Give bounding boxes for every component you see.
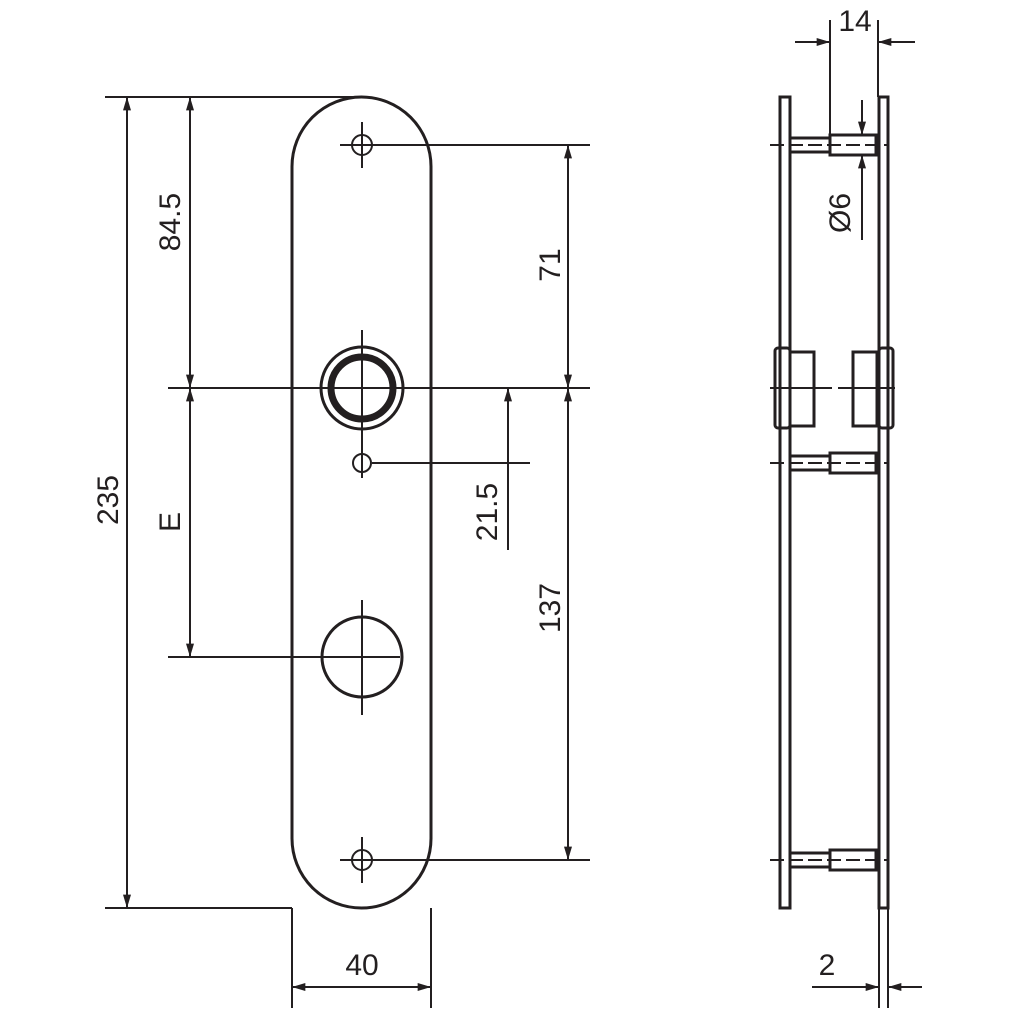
pin-bottom [770, 848, 888, 872]
front-view: 235 84.5 E 71 137 21.5 40 [92, 95, 590, 1008]
dim-71-label: 71 [534, 248, 567, 281]
left-plate [778, 95, 792, 910]
dim-84-5-label: 84.5 [154, 193, 187, 251]
side-view: 14 Ø6 2 [770, 5, 922, 1008]
bottom-screw-hole [340, 837, 590, 883]
escutcheon-plate [290, 95, 433, 910]
handle-rosette [319, 330, 405, 478]
dim-d6-label: Ø6 [824, 193, 857, 233]
pin-middle [770, 451, 888, 475]
dim-40-label: 40 [345, 949, 378, 982]
right-plate [877, 95, 890, 910]
small-hole [352, 453, 372, 473]
dim-e-label: E [154, 512, 187, 532]
dim-21-5-label: 21.5 [471, 483, 504, 541]
top-screw-hole [340, 122, 590, 168]
dim-137-label: 137 [534, 583, 567, 633]
dim-2-label: 2 [819, 949, 836, 982]
pin-top [770, 133, 888, 157]
dim-14-label: 14 [838, 5, 871, 38]
dim-235-label: 235 [92, 475, 125, 525]
